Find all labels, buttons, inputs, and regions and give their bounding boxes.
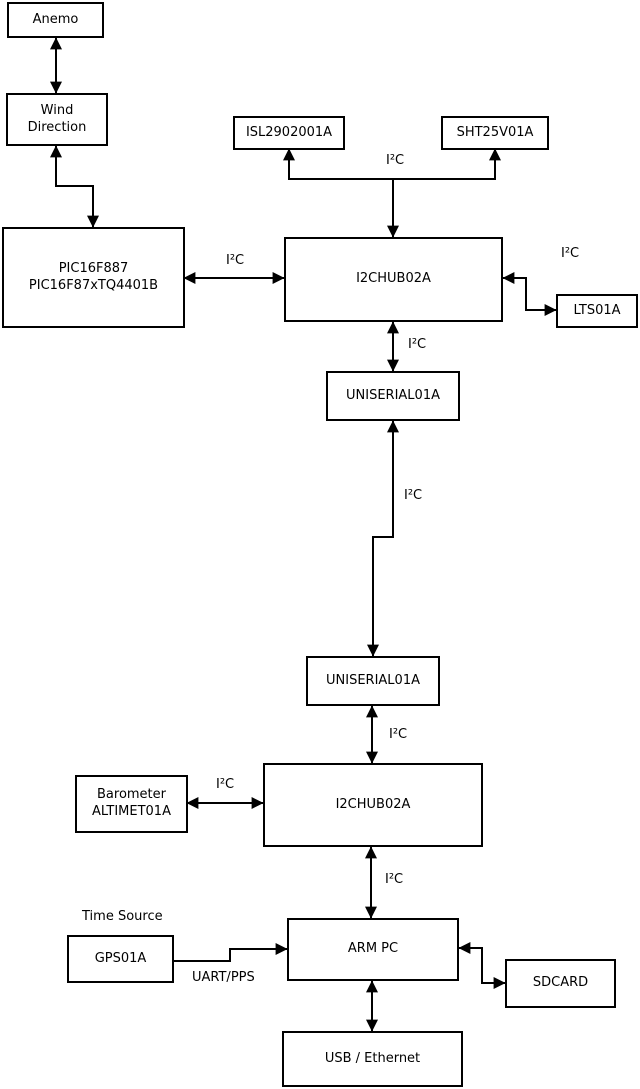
node-sht25v01a: SHT25V01A [441,116,549,150]
node-wind-direction: Wind Direction [6,93,108,146]
label-i2c-pic-hub1: I²C [226,253,245,268]
label-i2c-hub1-lts: I²C [561,246,580,261]
node-anemo: Anemo [7,2,104,38]
node-uniserial01a-1: UNISERIAL01A [326,371,460,421]
label-i2c-hub1-uniserial1: I²C [408,337,427,352]
label-i2c-hub2-armpc: I²C [385,872,404,887]
node-barometer-altimet01a: Barometer ALTIMET01A [75,775,188,833]
label-i2c-uniserial1-uniserial2: I²C [404,488,423,503]
node-usb-ethernet: USB / Ethernet [282,1031,463,1087]
edge-armpc-sdcard [458,942,506,989]
label-time-source: Time Source [82,909,163,924]
node-gps01a: GPS01A [67,935,174,983]
label-uart-pps: UART/PPS [192,970,255,985]
node-i2chub02a-2: I2CHUB02A [263,763,483,847]
label-i2c-uniserial2-hub2: I²C [389,727,408,742]
edge-gps-armpc [173,943,288,962]
edge-uniserial1-uniserial2 [367,420,399,657]
edge-wind-pic [50,145,99,228]
node-arm-pc: ARM PC [287,918,459,981]
node-sdcard: SDCARD [505,959,616,1008]
label-i2c-bus-top: I²C [386,153,405,168]
node-pic16f887: PIC16F887 PIC16F87xTQ4401B [2,227,185,328]
node-lts01a: LTS01A [556,294,638,328]
node-i2chub02a-1: I2CHUB02A [284,237,503,322]
label-i2c-barometer-hub2: I²C [216,777,235,792]
node-uniserial01a-2: UNISERIAL01A [306,656,440,706]
edge-hub1-lts [502,272,557,316]
node-isl2902001a: ISL2902001A [233,116,345,150]
